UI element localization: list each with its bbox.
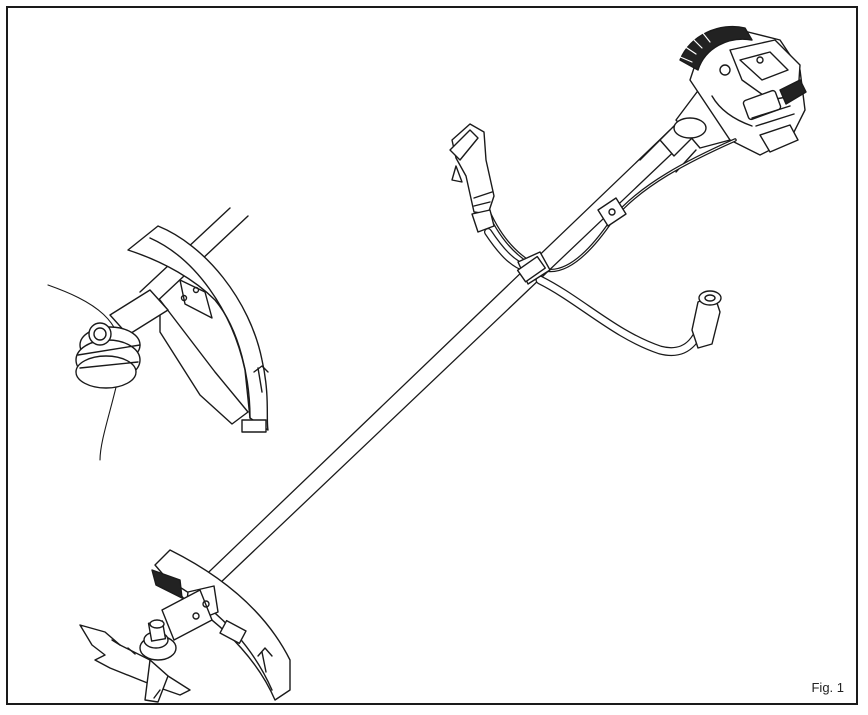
trimmer-head-icon [76, 290, 168, 388]
engine-icon [674, 27, 806, 155]
blade-guard-icon [128, 226, 268, 432]
blade-guard-icon [152, 550, 290, 700]
cutting-blade-icon [80, 625, 190, 702]
figure-frame [6, 6, 858, 705]
throttle-grip-icon [450, 124, 494, 232]
handlebar-icon [488, 198, 706, 352]
inset-trimmer-detail [48, 208, 268, 460]
shaft-icon [188, 110, 704, 604]
figure-label: Fig. 1 [811, 680, 844, 695]
left-grip-icon [692, 291, 721, 348]
flywheel-fins [676, 27, 752, 72]
cutting-end [80, 550, 290, 702]
